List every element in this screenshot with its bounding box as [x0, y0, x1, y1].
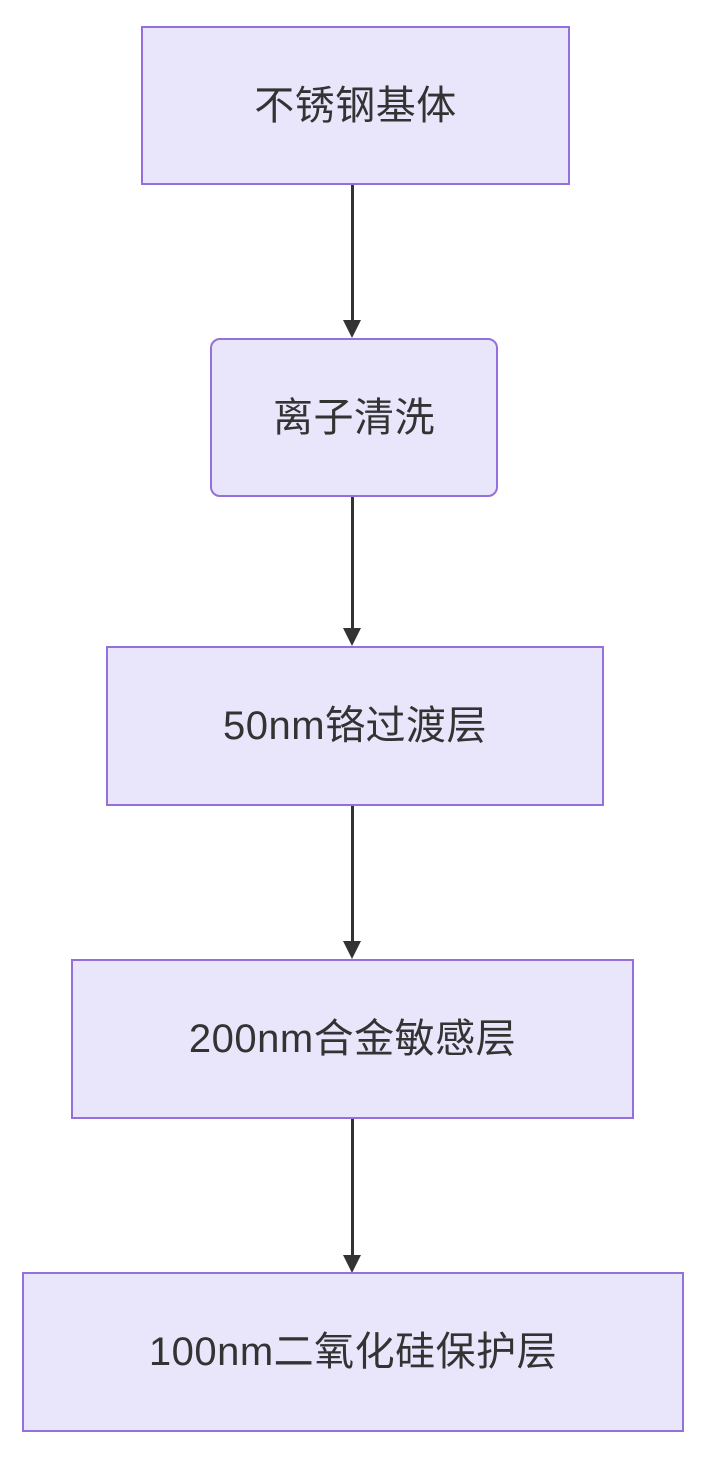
arrow-head-icon [343, 628, 361, 646]
arrow-head-icon [343, 941, 361, 959]
flowchart-edge-ion-clean-to-chrome-layer [351, 497, 354, 629]
node-label: 50nm铬过渡层 [222, 704, 488, 748]
arrow-head-icon [343, 320, 361, 338]
flowchart-node-substrate[interactable]: 不锈钢基体 [141, 26, 570, 185]
arrow-head-icon [343, 1255, 361, 1273]
flowchart-node-silica-layer[interactable]: 100nm二氧化硅保护层 [22, 1272, 684, 1432]
node-label: 100nm二氧化硅保护层 [148, 1330, 558, 1374]
node-label: 200nm合金敏感层 [188, 1017, 517, 1061]
flowchart-edge-alloy-layer-to-silica-layer [351, 1119, 354, 1256]
flowchart-node-alloy-layer[interactable]: 200nm合金敏感层 [71, 959, 634, 1119]
flowchart-node-ion-clean[interactable]: 离子清洗 [210, 338, 498, 497]
flowchart-node-chrome-layer[interactable]: 50nm铬过渡层 [106, 646, 604, 806]
node-label: 离子清洗 [273, 395, 435, 440]
flowchart-edge-substrate-to-ion-clean [351, 185, 354, 321]
flowchart-edge-chrome-layer-to-alloy-layer [351, 806, 354, 942]
node-label: 不锈钢基体 [254, 83, 457, 128]
